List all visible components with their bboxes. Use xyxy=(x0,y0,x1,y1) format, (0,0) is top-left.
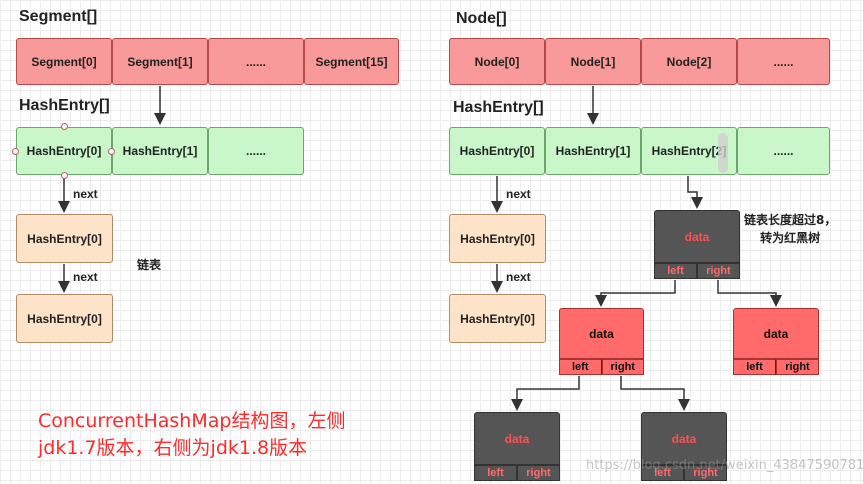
segment-cell-ellipsis: ...... xyxy=(208,38,304,85)
hashentry-cell-0-right: HashEntry[0] xyxy=(449,127,545,175)
next-label-right-2: next xyxy=(506,270,531,284)
tree-node-ll2: data left right xyxy=(474,412,560,481)
tree-node-l1: data left right xyxy=(559,308,644,375)
tree-node-lr2: data left right xyxy=(641,412,727,481)
selection-handle-left xyxy=(12,148,19,155)
next-label-left-2: next xyxy=(73,270,98,284)
tree-node-root-left: left xyxy=(654,263,697,279)
hashentry-array-title-right: HashEntry[] xyxy=(453,99,544,116)
tree-node-root: data left right xyxy=(654,210,740,279)
tree-node-l1-left: left xyxy=(559,359,602,375)
tree-node-l1-right: right xyxy=(601,359,644,375)
diagram-caption: ConcurrentHashMap结构图，左侧 jdk1.7版本，右侧为jdk1… xyxy=(38,408,345,462)
chain-entry-2-left: HashEntry[0] xyxy=(16,294,113,343)
tree-node-lr2-right: right xyxy=(684,465,727,481)
next-label-left-1: next xyxy=(73,187,98,201)
segment-cell-1: Segment[1] xyxy=(112,38,208,85)
hashentry-cell-1-right: HashEntry[1] xyxy=(545,127,641,175)
tree-node-l1-data: data xyxy=(559,308,644,359)
caption-line-1: ConcurrentHashMap结构图，左侧 xyxy=(38,410,346,432)
treeify-note: 链表长度超过8， 转为红黑树 xyxy=(744,211,836,247)
node-cell-0: Node[0] xyxy=(449,38,545,85)
node-cell-2: Node[2] xyxy=(641,38,737,85)
segment-cell-15: Segment[15] xyxy=(304,38,399,85)
tree-node-lr2-data: data xyxy=(641,412,727,465)
tree-node-r1: data left right xyxy=(733,308,819,375)
selection-handle-bottom xyxy=(61,172,68,179)
linked-list-label: 链表 xyxy=(137,258,162,272)
tree-node-lr2-left: left xyxy=(641,465,684,481)
node-cell-1: Node[1] xyxy=(545,38,641,85)
chain-entry-2-right: HashEntry[0] xyxy=(449,294,546,343)
treeify-note-line2: 转为红黑树 xyxy=(760,231,821,245)
chain-entry-1-right: HashEntry[0] xyxy=(449,214,546,263)
node-array-title: Node[] xyxy=(456,10,507,27)
hashentry-array-title-left: HashEntry[] xyxy=(19,97,110,114)
hashentry-cell-ellipsis-left: ...... xyxy=(208,127,304,175)
tree-node-ll2-left: left xyxy=(474,465,517,481)
treeify-note-line1: 链表长度超过8， xyxy=(744,213,837,227)
node-cell-ellipsis: ...... xyxy=(737,38,830,85)
scroll-indicator xyxy=(718,133,728,173)
tree-node-r1-right: right xyxy=(776,359,819,375)
hashentry-cell-0-left: HashEntry[0] xyxy=(16,127,112,175)
selection-handle-top xyxy=(61,123,68,130)
tree-node-root-right: right xyxy=(697,263,740,279)
hashentry-cell-ellipsis-right: ...... xyxy=(737,127,830,175)
watermark: https://blog.csdn.net/weixin_43847590781 xyxy=(586,458,863,473)
hashentry-cell-1-left: HashEntry[1] xyxy=(112,127,208,175)
segment-cell-0: Segment[0] xyxy=(16,38,112,85)
next-label-right-1: next xyxy=(506,187,531,201)
tree-node-r1-left: left xyxy=(733,359,776,375)
segment-array-title: Segment[] xyxy=(19,8,98,25)
caption-line-2: jdk1.7版本，右侧为jdk1.8版本 xyxy=(38,437,308,459)
tree-node-ll2-data: data xyxy=(474,412,560,465)
selection-handle-right xyxy=(108,148,115,155)
tree-node-root-data: data xyxy=(654,210,740,263)
tree-node-ll2-right: right xyxy=(517,465,560,481)
tree-node-r1-data: data xyxy=(733,308,819,359)
chain-entry-1-left: HashEntry[0] xyxy=(16,214,113,263)
